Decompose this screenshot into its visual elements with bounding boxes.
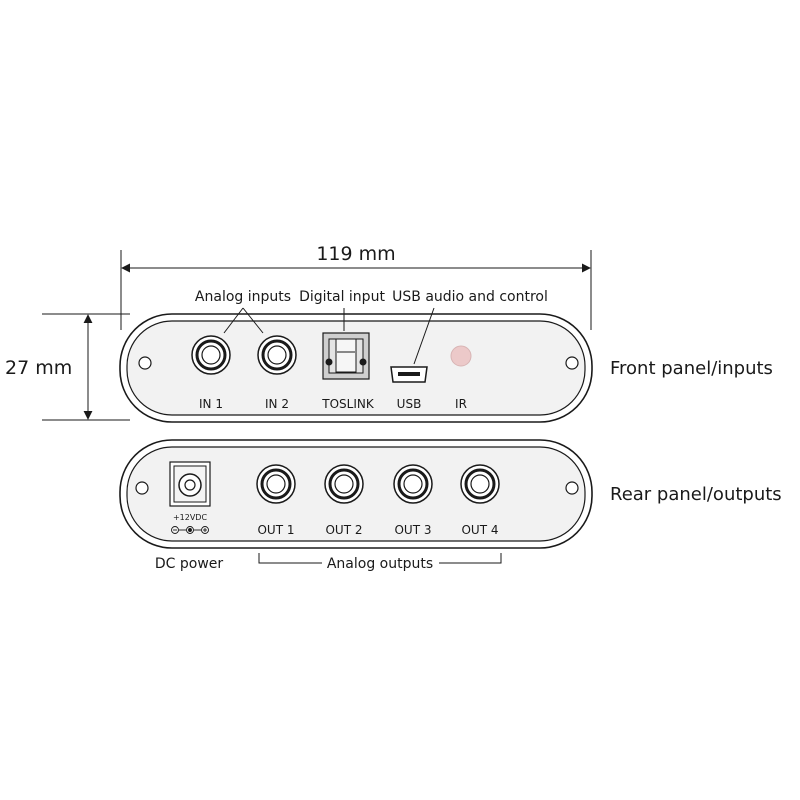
rca-jack-in2[interactable] — [257, 335, 297, 375]
label-out1: OUT 1 — [257, 523, 294, 537]
rca-jack-out3[interactable] — [393, 464, 433, 504]
callout-dc-power: DC power — [155, 556, 224, 572]
label-in1: IN 1 — [199, 397, 223, 411]
ir-receiver — [450, 345, 472, 367]
rca-jack-in1[interactable] — [191, 335, 231, 375]
label-out3: OUT 3 — [394, 523, 431, 537]
label-out2: OUT 2 — [325, 523, 362, 537]
callout-analog-inputs: Analog inputs — [195, 289, 291, 305]
label-ir: IR — [455, 397, 467, 411]
rca-jack-out2[interactable] — [324, 464, 364, 504]
rear-panel: +12VDC — [119, 439, 593, 549]
rear-screw-hole-left — [135, 481, 149, 495]
label-toslink: TOSLINK — [321, 397, 375, 411]
callout-usb-leader — [413, 307, 435, 365]
width-dimension — [120, 250, 592, 330]
mini-usb-port[interactable] — [390, 366, 428, 383]
height-dimension — [42, 313, 130, 421]
label-out4: OUT 4 — [461, 523, 498, 537]
rca-jack-out4[interactable] — [460, 464, 500, 504]
callout-analog-inputs-leaders — [223, 307, 264, 334]
toslink-port[interactable] — [322, 332, 370, 380]
dc-power-jack[interactable] — [169, 461, 211, 507]
label-usb: USB — [397, 397, 422, 411]
callout-digital-input: Digital input — [299, 289, 385, 305]
rear-panel-title: Rear panel/outputs — [610, 484, 782, 505]
width-label: 119 mm — [316, 243, 395, 265]
label-in2: IN 2 — [265, 397, 289, 411]
front-screw-hole-left — [138, 356, 152, 370]
rca-jack-out1[interactable] — [256, 464, 296, 504]
front-screw-hole-right — [565, 356, 579, 370]
callout-analog-outputs: Analog outputs — [327, 556, 433, 572]
front-panel: IN 1 IN 2 TOSLINK USB IR — [119, 313, 593, 423]
front-panel-title: Front panel/inputs — [610, 358, 773, 379]
analog-outputs-bracket — [258, 553, 502, 564]
polarity-symbol — [171, 526, 209, 534]
power-rating-label: +12VDC — [173, 513, 208, 522]
rear-screw-hole-right — [565, 481, 579, 495]
callout-usb-audio-control: USB audio and control — [392, 289, 548, 305]
height-label: 27 mm — [5, 357, 72, 379]
